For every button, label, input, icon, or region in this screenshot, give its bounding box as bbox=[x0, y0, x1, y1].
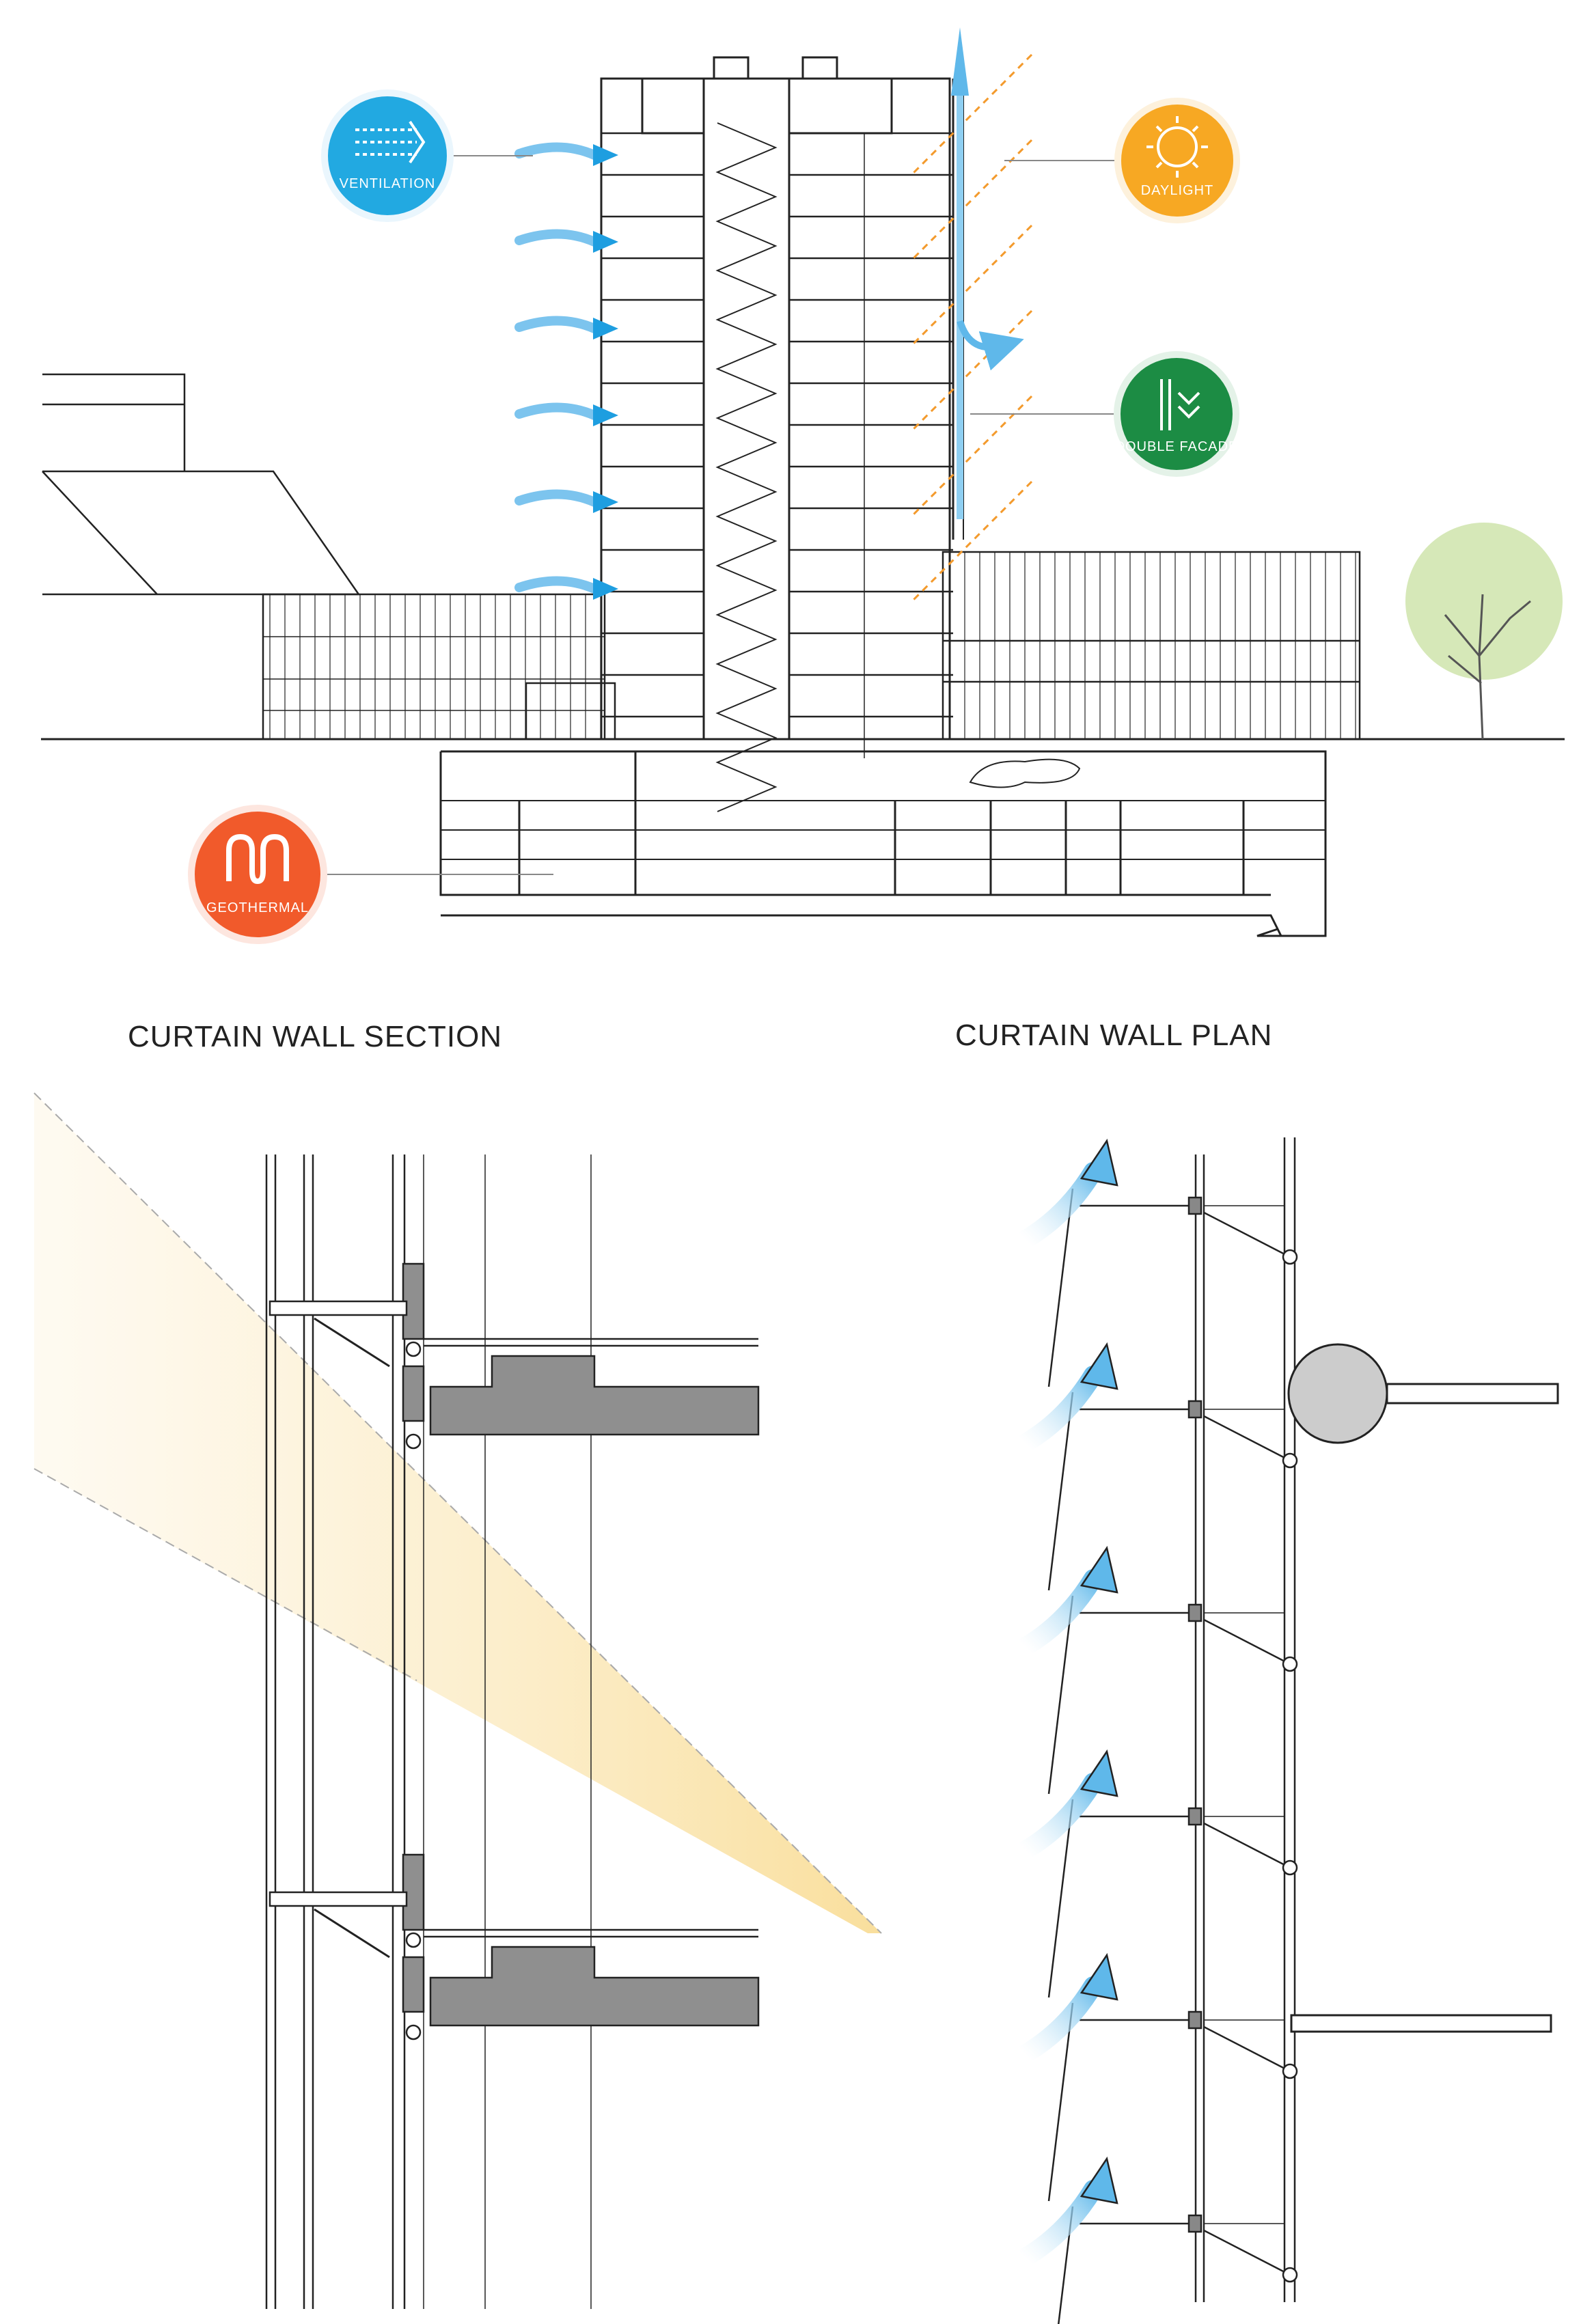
daylight-badge-label: DAYLIGHT bbox=[1141, 183, 1214, 198]
louver-blade bbox=[1047, 1595, 1074, 1795]
diagonal-brace bbox=[1203, 1618, 1291, 1665]
podium-left bbox=[262, 593, 616, 741]
bracket bbox=[1187, 1603, 1203, 1622]
louver-blade bbox=[1047, 1799, 1074, 1998]
tower bbox=[600, 56, 964, 741]
diagonal-brace bbox=[1203, 1822, 1291, 1869]
airflow-arrowhead bbox=[593, 318, 618, 340]
geothermal-loop-icon bbox=[226, 833, 289, 885]
tree-icon bbox=[1405, 523, 1563, 740]
diagonal-brace bbox=[1203, 2025, 1291, 2073]
ventilation-airflow bbox=[514, 142, 618, 600]
sun-ray bbox=[911, 395, 1033, 517]
sun-icon bbox=[1146, 116, 1208, 178]
curtain-wall-plan-title: CURTAIN WALL PLAN bbox=[955, 1019, 1272, 1052]
stack-airflow bbox=[951, 27, 1024, 519]
sun-ray bbox=[911, 224, 1033, 346]
louver-blade bbox=[1047, 1188, 1074, 1387]
column-circle-icon bbox=[1287, 1343, 1559, 2033]
airflow-arrow bbox=[514, 489, 599, 507]
bracket bbox=[1187, 2010, 1203, 2030]
curtain-wall-section bbox=[33, 1092, 882, 2309]
stair-zigzag bbox=[715, 122, 778, 812]
geothermal-badge-label: GEOTHERMAL bbox=[206, 900, 309, 915]
bracket bbox=[1187, 1196, 1203, 1215]
sun-ray bbox=[911, 53, 1033, 176]
tower-floor-lines bbox=[601, 132, 953, 758]
pin-joint bbox=[1282, 1859, 1298, 1876]
pin-joint bbox=[1282, 1249, 1298, 1265]
basement bbox=[439, 750, 1327, 937]
airflow-arrowhead bbox=[1080, 1952, 1118, 2001]
double-facade-icon bbox=[1160, 379, 1200, 430]
bracket bbox=[1187, 1807, 1203, 1826]
podium-left-fins bbox=[269, 594, 601, 739]
louver-blade bbox=[1047, 1392, 1074, 1591]
plan-louver-modules bbox=[1015, 1138, 1298, 2324]
curtain-wall-section-title: CURTAIN WALL SECTION bbox=[128, 1020, 502, 1053]
pin-joint bbox=[1282, 2267, 1298, 2283]
diagonal-brace bbox=[1203, 1211, 1291, 1258]
wind-icon bbox=[355, 120, 426, 164]
geothermal-badge: GEOTHERMAL bbox=[188, 805, 327, 944]
airflow-arrow bbox=[1015, 2180, 1103, 2267]
diagonal-brace bbox=[1203, 1415, 1291, 1462]
bracket bbox=[1187, 1400, 1203, 1419]
airflow-arrowhead bbox=[593, 404, 618, 426]
double-facade-badge-label: DOUBLE FACADE bbox=[1115, 439, 1239, 454]
airflow-arrowhead bbox=[1080, 1749, 1118, 1797]
bracket bbox=[1187, 2214, 1203, 2233]
airflow-arrow bbox=[1015, 1773, 1103, 1860]
podium-right-fins bbox=[949, 552, 1356, 739]
double-facade-badge: DOUBLE FACADE bbox=[1114, 351, 1239, 477]
airflow-arrowhead bbox=[1080, 1545, 1118, 1594]
daylight-rays bbox=[911, 53, 1033, 603]
diagonal-brace bbox=[1203, 2229, 1291, 2276]
airflow-arrowhead bbox=[1080, 1138, 1118, 1187]
pin-joint bbox=[1282, 1452, 1298, 1469]
airflow-arrowhead bbox=[593, 578, 618, 600]
airflow-arrow bbox=[514, 316, 599, 333]
airflow-arrow bbox=[1015, 1162, 1103, 1249]
ventilation-badge-label: VENTILATION bbox=[340, 176, 436, 191]
airflow-arrowhead bbox=[593, 491, 618, 513]
pin-joint bbox=[1282, 2063, 1298, 2079]
sun-ray bbox=[911, 139, 1033, 261]
airflow-arrow bbox=[514, 142, 599, 160]
building-section bbox=[41, 56, 1565, 937]
louver-blade bbox=[1057, 2206, 1074, 2324]
airflow-arrow bbox=[514, 229, 599, 247]
airflow-arrow bbox=[1015, 1569, 1103, 1657]
neighbor-building-left bbox=[42, 373, 361, 596]
daylight-badge: DAYLIGHT bbox=[1114, 98, 1240, 223]
curtain-wall-plan bbox=[1015, 1137, 1559, 2324]
airflow-arrow bbox=[1015, 1366, 1103, 1453]
airflow-arrowhead bbox=[1080, 1342, 1118, 1390]
airflow-arrowhead bbox=[1080, 2156, 1118, 2204]
ventilation-badge: VENTILATION bbox=[321, 89, 454, 222]
podium-right bbox=[942, 551, 1361, 741]
sun-ray bbox=[911, 309, 1033, 432]
pin-joint bbox=[1282, 1656, 1298, 1672]
stair-path bbox=[715, 122, 778, 812]
airflow-arrow bbox=[514, 576, 599, 594]
airflow-arrowhead bbox=[593, 144, 618, 166]
louver-blade bbox=[1047, 2002, 1074, 2202]
airflow-arrow bbox=[514, 402, 599, 420]
airflow-arrowhead bbox=[593, 231, 618, 253]
airflow-arrow bbox=[1015, 1976, 1103, 2064]
sun-ray bbox=[911, 480, 1033, 603]
leader-lines bbox=[325, 155, 1121, 875]
